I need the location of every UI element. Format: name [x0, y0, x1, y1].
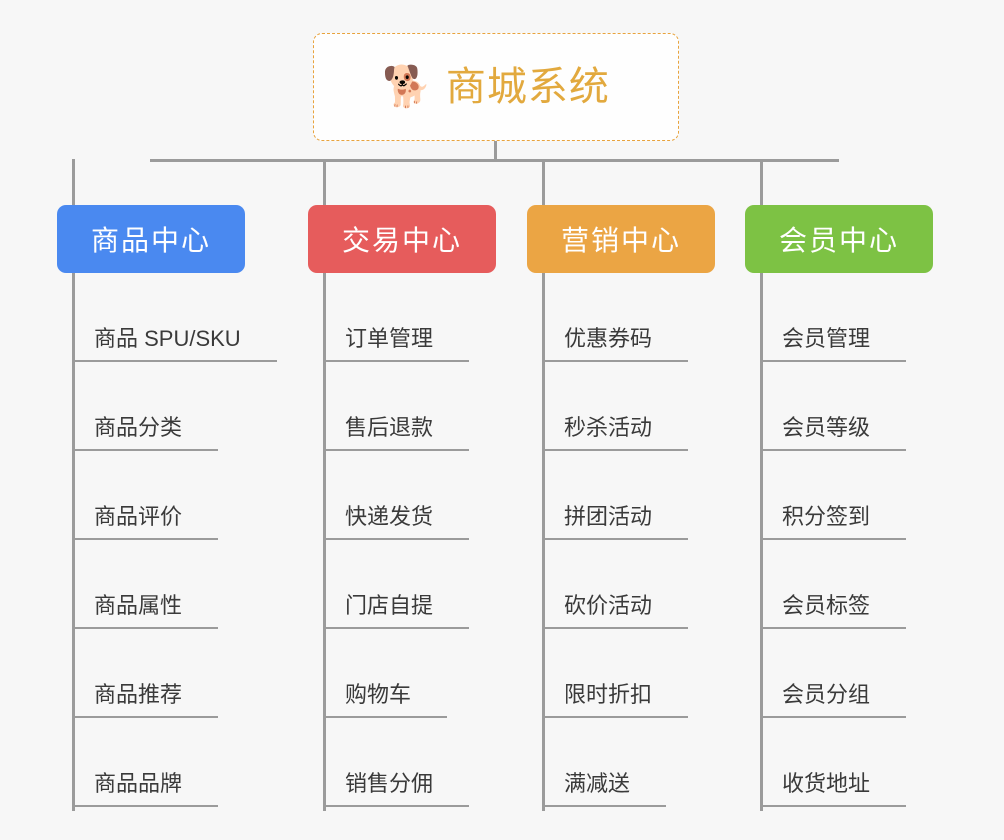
leaf-item-label: 满减送	[542, 771, 667, 807]
branch-spine-marketing-center	[542, 273, 545, 811]
branch-marketing-center: 营销中心优惠券码秒杀活动拼团活动砍价活动限时折扣满减送	[527, 205, 715, 811]
branch-head-trade-center[interactable]: 交易中心	[308, 205, 496, 273]
leaf-item[interactable]: 限时折扣	[542, 629, 802, 718]
connector-drop-member-center	[760, 159, 763, 205]
leaf-item[interactable]: 快递发货	[323, 451, 583, 540]
root-title: 商城系统	[445, 65, 610, 109]
leaf-item[interactable]: 售后退款	[323, 362, 583, 451]
branch-head-label: 营销中心	[560, 225, 681, 256]
leaf-item[interactable]: 商品 SPU/SKU	[72, 273, 332, 362]
branch-member-center: 会员中心会员管理会员等级积分签到会员标签会员分组收货地址	[745, 205, 933, 811]
leaf-item[interactable]: 满减送	[542, 718, 802, 807]
leaf-item-label: 商品属性	[72, 593, 219, 629]
leaf-list-marketing-center: 优惠券码秒杀活动拼团活动砍价活动限时折扣满减送	[542, 273, 802, 807]
branch-head-marketing-center[interactable]: 营销中心	[527, 205, 715, 273]
leaf-item-label: 销售分佣	[323, 771, 470, 807]
leaf-item-label: 商品 SPU/SKU	[72, 326, 277, 362]
shiba-dog-icon: 🐕	[382, 65, 432, 109]
leaf-item-label: 秒杀活动	[542, 415, 689, 451]
leaf-item-label: 订单管理	[323, 326, 470, 362]
connector-horizontal-bus	[150, 159, 839, 162]
branch-spine-trade-center	[323, 273, 326, 811]
leaf-item-label: 商品评价	[72, 504, 219, 540]
connector-root-vertical	[494, 141, 497, 161]
leaf-item[interactable]: 商品评价	[72, 451, 332, 540]
leaf-item[interactable]: 门店自提	[323, 540, 583, 629]
branch-spine-member-center	[760, 273, 763, 811]
leaf-item-label: 收货地址	[760, 771, 907, 807]
leaf-item-label: 售后退款	[323, 415, 470, 451]
leaf-item[interactable]: 会员管理	[760, 273, 1004, 362]
leaf-list-member-center: 会员管理会员等级积分签到会员标签会员分组收货地址	[760, 273, 1004, 807]
leaf-item-label: 会员标签	[760, 593, 907, 629]
leaf-item[interactable]: 会员等级	[760, 362, 1004, 451]
branch-head-label: 商品中心	[90, 225, 211, 256]
connector-drop-marketing-center	[542, 159, 545, 205]
leaf-item[interactable]: 积分签到	[760, 451, 1004, 540]
leaf-item-label: 购物车	[323, 682, 448, 718]
leaf-item[interactable]: 拼团活动	[542, 451, 802, 540]
leaf-item-label: 限时折扣	[542, 682, 689, 718]
leaf-item[interactable]: 收货地址	[760, 718, 1004, 807]
leaf-item-label: 商品推荐	[72, 682, 219, 718]
branch-head-label: 会员中心	[778, 225, 899, 256]
leaf-item[interactable]: 会员分组	[760, 629, 1004, 718]
leaf-item-label: 砍价活动	[542, 593, 689, 629]
leaf-item[interactable]: 会员标签	[760, 540, 1004, 629]
leaf-item-label: 会员分组	[760, 682, 907, 718]
branch-head-member-center[interactable]: 会员中心	[745, 205, 933, 273]
leaf-item[interactable]: 商品分类	[72, 362, 332, 451]
connector-drop-trade-center	[323, 159, 326, 205]
branch-head-label: 交易中心	[341, 225, 462, 256]
branch-spine-product-center	[72, 273, 75, 811]
leaf-item[interactable]: 商品品牌	[72, 718, 332, 807]
leaf-item-label: 会员等级	[760, 415, 907, 451]
leaf-list-trade-center: 订单管理售后退款快递发货门店自提购物车销售分佣	[323, 273, 583, 807]
leaf-item-label: 门店自提	[323, 593, 470, 629]
leaf-item-label: 积分签到	[760, 504, 907, 540]
branch-trade-center: 交易中心订单管理售后退款快递发货门店自提购物车销售分佣	[308, 205, 496, 811]
leaf-item-label: 会员管理	[760, 326, 907, 362]
leaf-item[interactable]: 订单管理	[323, 273, 583, 362]
branch-head-product-center[interactable]: 商品中心	[57, 205, 245, 273]
leaf-item[interactable]: 商品属性	[72, 540, 332, 629]
root-node[interactable]: 🐕 商城系统	[313, 33, 679, 141]
branch-product-center: 商品中心商品 SPU/SKU 商品分类商品评价商品属性商品推荐商品品牌	[57, 205, 277, 811]
leaf-list-product-center: 商品 SPU/SKU 商品分类商品评价商品属性商品推荐商品品牌	[72, 273, 332, 807]
leaf-item[interactable]: 商品推荐	[72, 629, 332, 718]
leaf-item-label: 商品品牌	[72, 771, 219, 807]
leaf-item[interactable]: 秒杀活动	[542, 362, 802, 451]
leaf-item[interactable]: 优惠券码	[542, 273, 802, 362]
leaf-item[interactable]: 销售分佣	[323, 718, 583, 807]
leaf-item[interactable]: 购物车	[323, 629, 583, 718]
leaf-item[interactable]: 砍价活动	[542, 540, 802, 629]
leaf-item-label: 快递发货	[323, 504, 470, 540]
connector-drop-product-center	[72, 159, 75, 205]
leaf-item-label: 优惠券码	[542, 326, 689, 362]
leaf-item-label: 拼团活动	[542, 504, 689, 540]
leaf-item-label: 商品分类	[72, 415, 219, 451]
